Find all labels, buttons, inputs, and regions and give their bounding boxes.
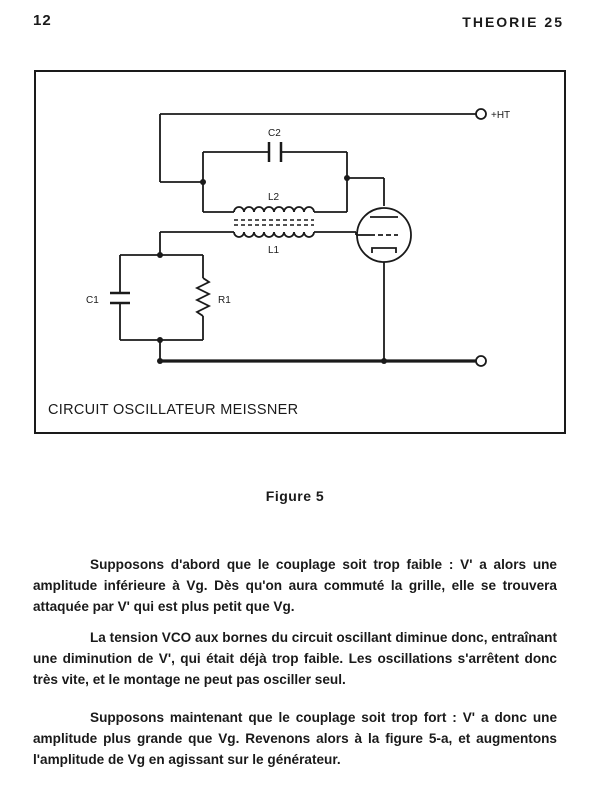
circuit-schematic: +HT C2 L2 L1 C1 R1 <box>86 108 510 367</box>
l2-coil <box>233 206 315 213</box>
junction-dot <box>200 179 206 185</box>
figure-box-title: CIRCUIT OSCILLATEUR MEISSNER <box>48 402 299 418</box>
c2-label: C2 <box>268 128 281 139</box>
r1-label: R1 <box>218 295 231 306</box>
ground-terminal <box>475 355 487 367</box>
c1-label: C1 <box>86 295 99 306</box>
junction-dot <box>157 358 163 364</box>
ht-label: +HT <box>491 110 510 121</box>
running-title: THEORIE 25 <box>462 14 564 30</box>
junction-dot <box>157 337 163 343</box>
paragraph: Supposons maintenant que le couplage soi… <box>33 710 557 767</box>
junction-dot <box>381 358 387 364</box>
figure-caption: Figure 5 <box>265 488 325 504</box>
junction-dot <box>157 252 163 258</box>
l2-label: L2 <box>268 192 280 203</box>
l1-coil <box>233 231 315 238</box>
paragraph: La tension VCO aux bornes du circuit osc… <box>33 630 557 687</box>
paragraph: Supposons d'abord que le couplage soit t… <box>33 557 557 614</box>
page-number: 12 <box>33 12 52 29</box>
figure-frame: +HT C2 L2 L1 C1 R1 CIRCUIT OSCILLATEUR M… <box>34 70 566 434</box>
tube-cathode <box>371 247 397 253</box>
ht-terminal <box>475 108 487 120</box>
junction-dot <box>344 175 350 181</box>
r1-resistor <box>194 277 212 317</box>
l1-label: L1 <box>268 245 280 256</box>
